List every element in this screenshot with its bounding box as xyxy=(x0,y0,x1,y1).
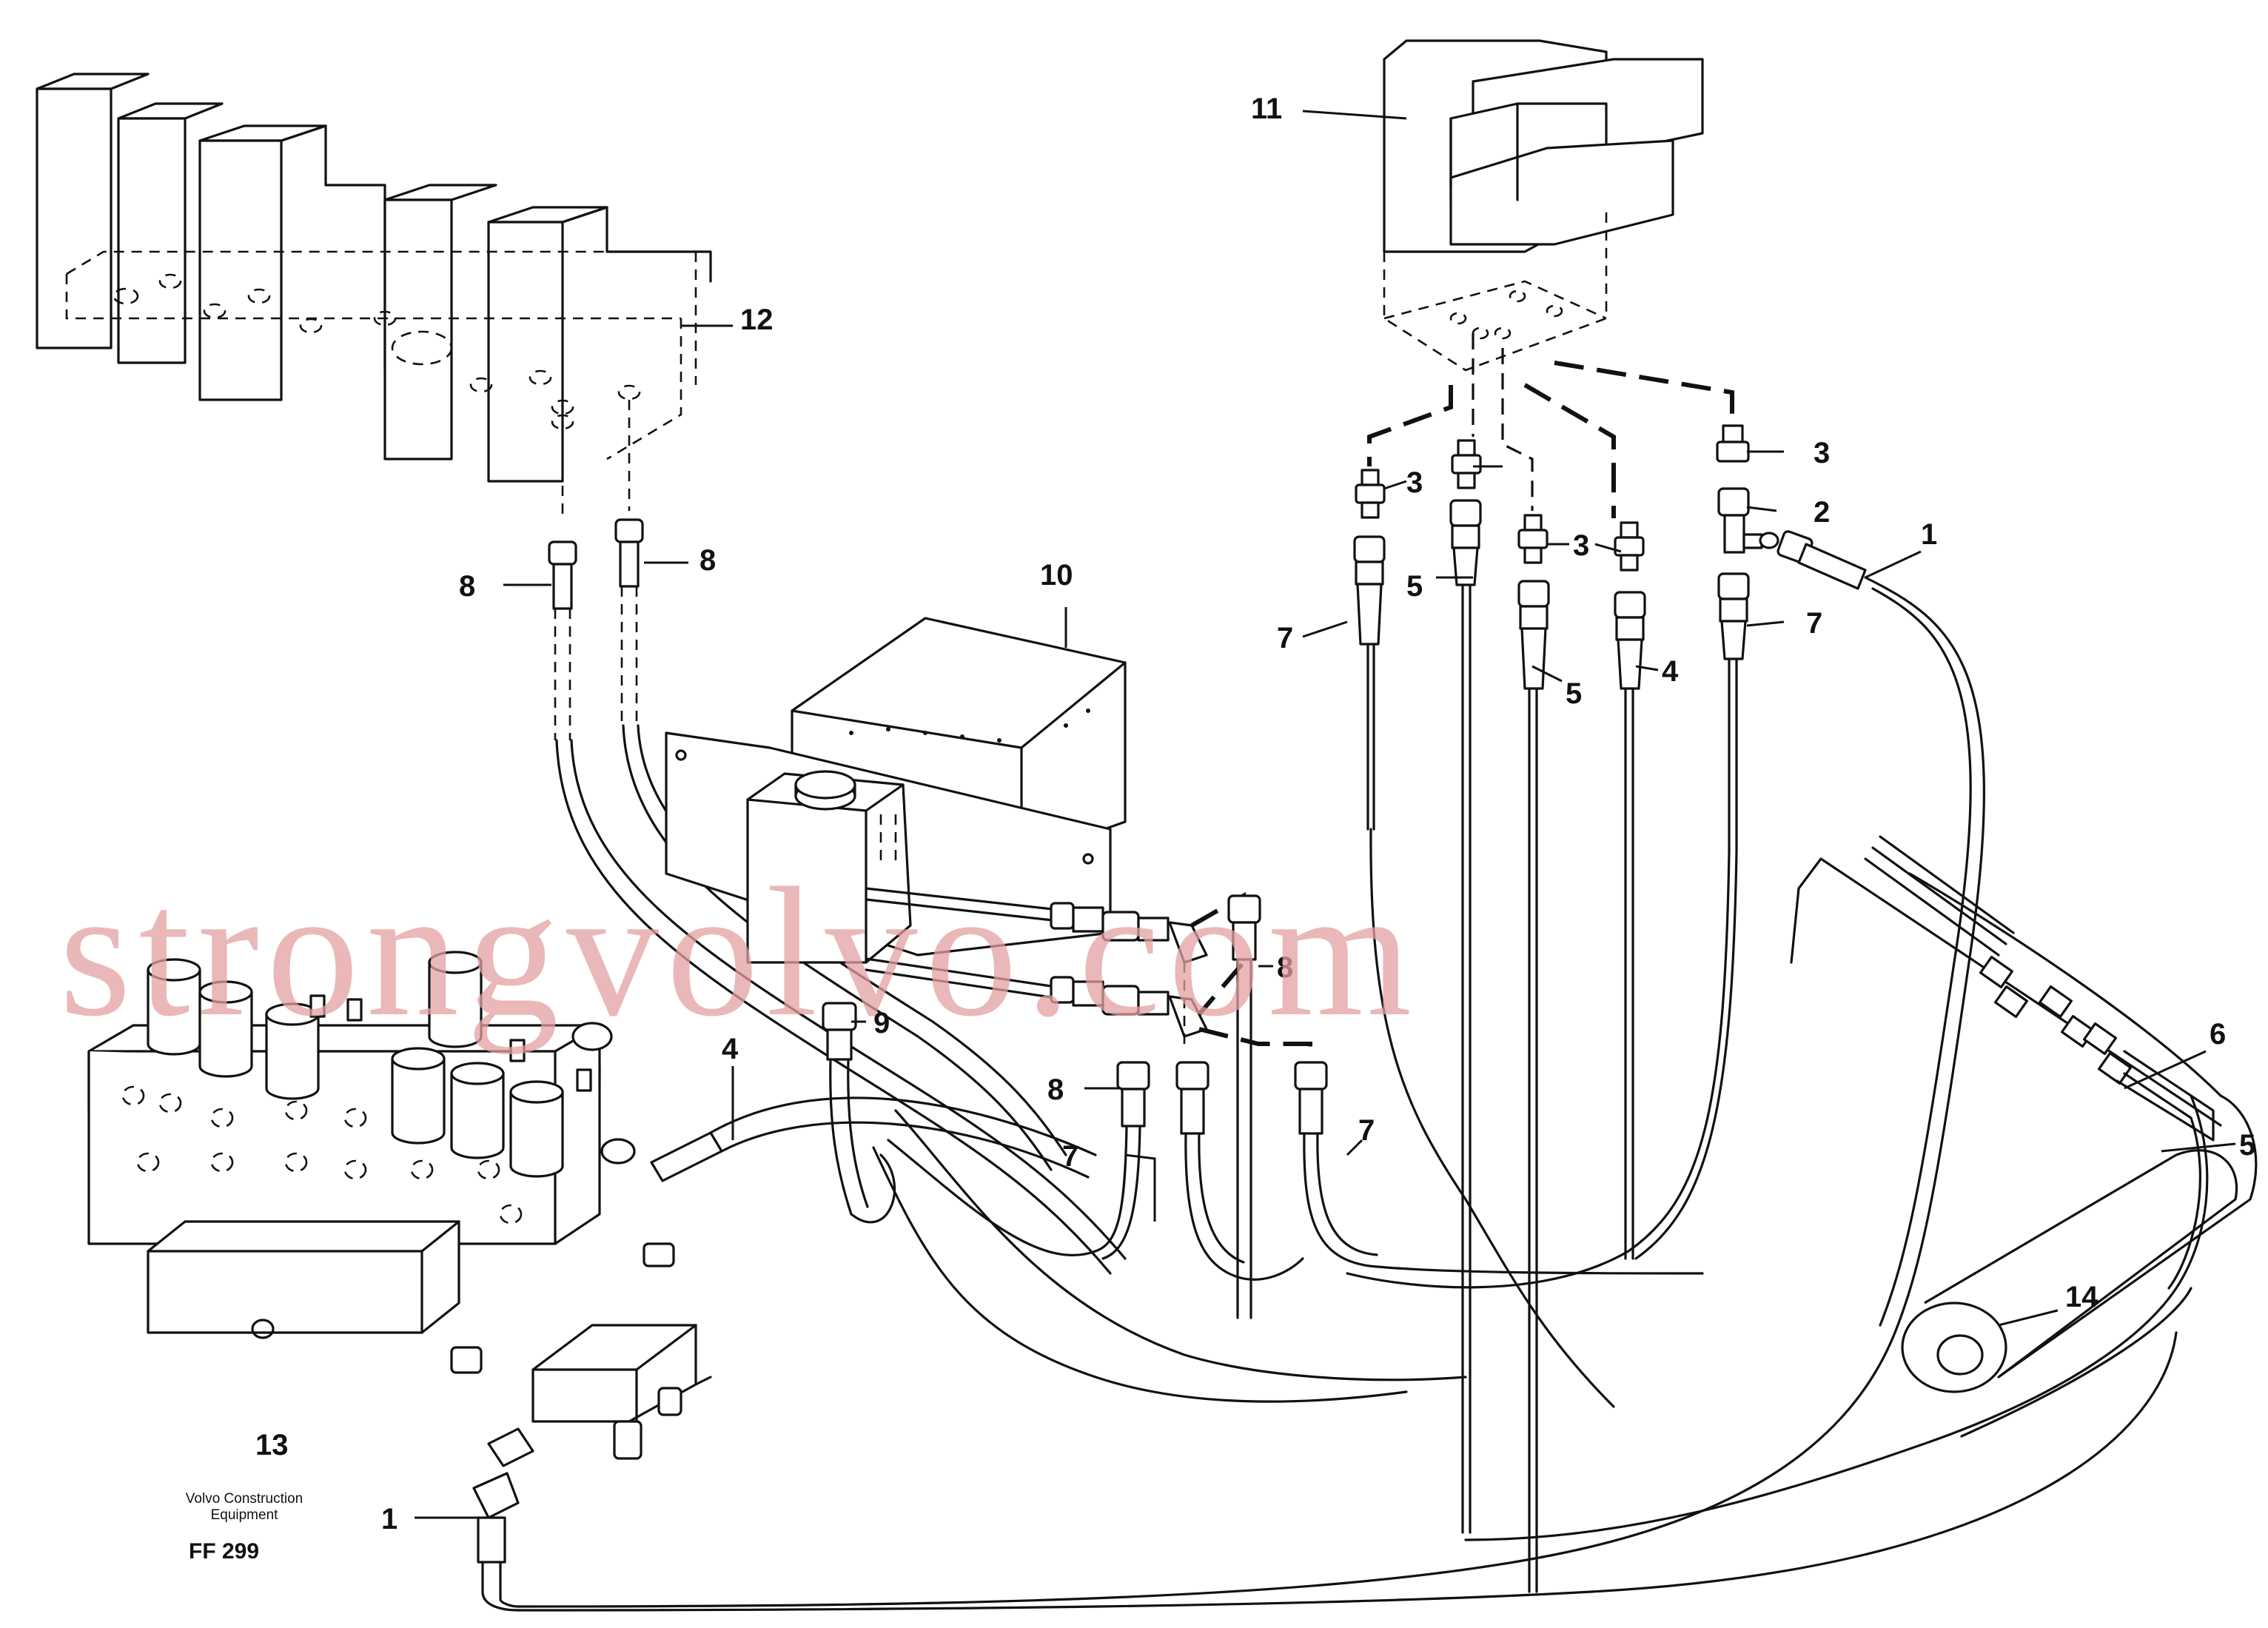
credit-line-2: Equipment xyxy=(211,1507,279,1523)
callout-13: 13 xyxy=(255,1429,289,1461)
block-10 xyxy=(665,617,1312,1224)
hoses-from-valve-12 xyxy=(548,400,1127,1275)
callout-leaders xyxy=(415,110,2236,1519)
hoses-7-8-center xyxy=(872,894,1704,1403)
callout-3-first: 3 xyxy=(1406,466,1423,499)
valve-block-12 xyxy=(36,73,712,483)
callout-7-lower-right: 7 xyxy=(1358,1114,1375,1147)
callout-5-lower: 5 xyxy=(2239,1129,2255,1162)
callout-1-upper: 1 xyxy=(1921,518,1937,551)
callout-8-center: 8 xyxy=(1277,951,1293,984)
callout-4-lower: 4 xyxy=(722,1033,739,1065)
callout-9: 9 xyxy=(873,1007,890,1039)
callout-5-upper: 5 xyxy=(1406,570,1423,603)
callout-1-lower: 1 xyxy=(381,1503,397,1535)
callout-12: 12 xyxy=(740,304,774,336)
callout-7-lower-left: 7 xyxy=(1062,1140,1078,1173)
callout-8-lower: 8 xyxy=(1047,1073,1064,1106)
callout-4-upper: 4 xyxy=(1662,655,1679,688)
callout-3-third: 3 xyxy=(1814,437,1830,469)
credit-line-1: Volvo Construction xyxy=(186,1491,303,1507)
callout-3-second: 3 xyxy=(1573,529,1589,562)
figure-code: FF 299 xyxy=(189,1539,259,1564)
block-11 xyxy=(1383,39,1704,372)
fittings-group-11 xyxy=(517,424,1986,1608)
callout-2: 2 xyxy=(1814,496,1830,529)
callout-8-second: 8 xyxy=(699,544,716,577)
watermark-text: strongvolvo.com xyxy=(59,850,1419,1055)
callout-7-upper-left: 7 xyxy=(1277,622,1293,654)
callout-7-upper-right: 7 xyxy=(1806,607,1822,640)
callout-14: 14 xyxy=(2065,1281,2098,1313)
callout-5-middle: 5 xyxy=(1566,677,1582,710)
cylinder-14 xyxy=(1464,835,2258,1593)
figure-credit: Volvo Construction Equipment FF 299 xyxy=(186,1491,303,1564)
callout-labels: 11 12 8 8 10 3 5 7 3 5 4 3 2 1 7 8 8 7 7… xyxy=(255,93,2255,1535)
callout-10: 10 xyxy=(1040,559,1073,592)
control-valve-13 xyxy=(87,951,1593,1612)
callout-6: 6 xyxy=(2210,1018,2226,1051)
pilot-lines-from-block-11 xyxy=(1367,333,1734,518)
return-hoses xyxy=(1346,828,1738,1408)
callout-8-left: 8 xyxy=(459,570,475,603)
callout-11: 11 xyxy=(1251,93,1282,125)
